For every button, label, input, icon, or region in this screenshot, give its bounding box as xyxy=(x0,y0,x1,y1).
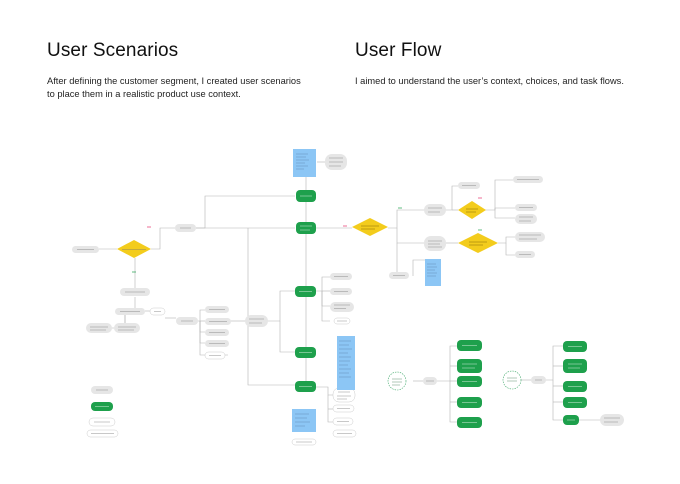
decision-diamond xyxy=(458,201,486,219)
process-node xyxy=(515,214,537,224)
user-scenarios-title: User Scenarios xyxy=(47,40,179,61)
scenario-nodes xyxy=(72,149,388,446)
user-scenarios-description: After defining the customer segment, I c… xyxy=(47,76,301,99)
decision-diamond xyxy=(117,240,151,258)
process-node xyxy=(245,315,268,327)
node-label-marks xyxy=(77,157,620,443)
process-node xyxy=(86,323,112,333)
action-node xyxy=(563,359,587,373)
process-node xyxy=(114,323,140,333)
process-node xyxy=(424,204,446,216)
legend xyxy=(86,386,119,438)
action-node xyxy=(296,222,316,234)
arrow-ticks xyxy=(132,197,482,273)
entry-circle xyxy=(387,371,407,391)
user-flow-title: User Flow xyxy=(355,40,442,61)
user-flow-description: I aimed to understand the user’s context… xyxy=(355,76,624,86)
decision-diamond xyxy=(458,233,498,253)
decision-diamond xyxy=(352,218,388,236)
process-node xyxy=(332,387,356,403)
flow-nodes xyxy=(387,176,624,428)
sticky-note xyxy=(425,259,441,286)
process-node xyxy=(330,302,354,312)
process-node xyxy=(600,414,624,426)
sticky-note xyxy=(292,409,316,432)
sticky-note xyxy=(337,336,355,390)
sticky-note-lines xyxy=(295,153,437,427)
process-node xyxy=(515,232,545,242)
process-node xyxy=(424,236,446,251)
entry-circle xyxy=(502,370,522,390)
action-node xyxy=(457,359,482,373)
